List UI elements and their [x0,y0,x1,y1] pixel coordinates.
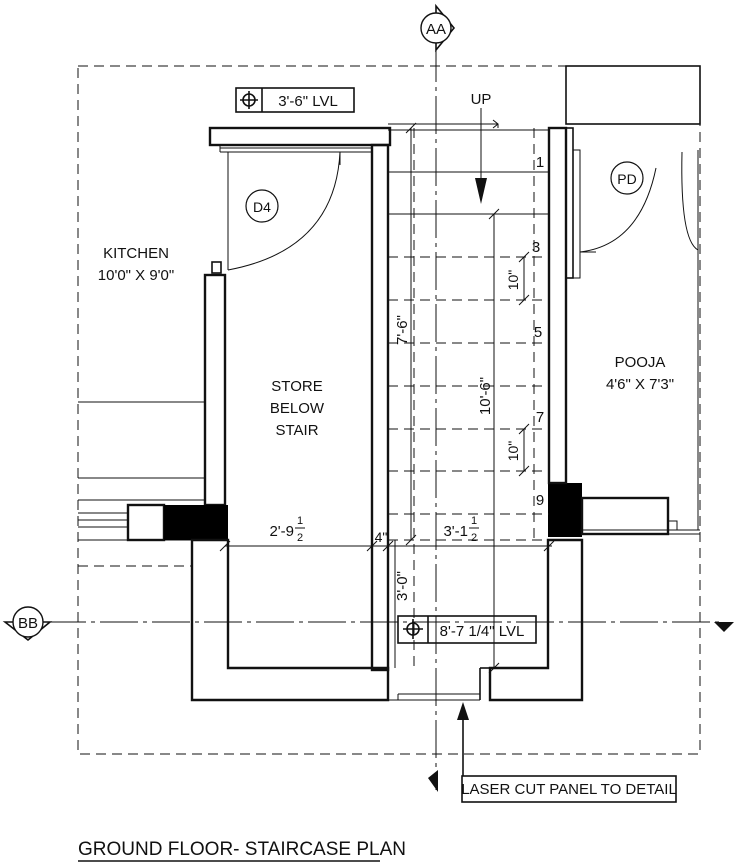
step-number: 3 [532,239,540,256]
store-door: D4 [227,151,341,271]
stair-width: 3'-1 [443,523,468,540]
room-size-pooja: 4'6" X 7'3" [606,376,674,393]
grid-line-bb: BB [2,606,734,642]
grid-label-aa: AA [426,21,446,38]
store-opening [126,483,582,542]
flight-length-right: 10'-6" [477,377,494,415]
riser-upper: 10" [505,270,521,291]
level-tag-bottom: 8'-7 1/4" LVL [397,615,537,644]
kitchen-lines [78,401,204,567]
stair-width-fraction-bottom: 2 [471,532,477,544]
room-name-store-2: BELOW [270,400,325,417]
drawing-title-text: GROUND FLOOR- STAIRCASE PLAN [78,839,406,860]
callout-label: LASER CUT PANEL TO DETAIL [461,781,677,798]
up-label: UP [471,91,492,108]
width-dimensions: 2'-9 1 2 4" 3'-1 1 2 [219,515,555,552]
concrete-base [190,538,584,702]
flight-dimensions: 7'-6" 10'-6" 10" 10" 3'-0" [394,122,530,674]
room-name-store-3: STAIR [275,422,318,439]
level-top-label: 3'-6" LVL [278,93,338,110]
store-left-wall [203,261,227,507]
top-wall [208,126,392,153]
room-name-pooja: POOJA [615,354,666,371]
building-outline [77,65,701,755]
riser-lower: 10" [505,441,521,462]
stair-width-fraction-top: 1 [471,515,477,527]
wall-thickness: 4" [375,529,388,545]
step-numbers: 1 3 5 7 9 [532,154,544,509]
pooja-wall [580,150,700,536]
landing-depth: 3'-0" [394,571,411,601]
door-tag-pd: PD [617,171,636,187]
room-size-kitchen: 10'0" X 9'0" [98,267,174,284]
laser-cut-callout: LASER CUT PANEL TO DETAIL [457,702,677,803]
level-tag-top: 3'-6" LVL [235,87,355,113]
grid-label-bb: BB [18,615,38,632]
store-width-fraction-top: 1 [297,515,303,527]
step-number: 7 [536,409,544,426]
room-labels: KITCHEN 10'0" X 9'0" STORE BELOW STAIR P… [98,245,674,439]
store-stair-wall [370,143,390,672]
pooja-door: PD [579,151,699,253]
finish-block [565,65,701,125]
door-tag-d4: D4 [253,199,271,215]
step-number: 1 [536,154,544,171]
grid-line-aa: AA [420,3,456,792]
level-bottom-label: 8'-7 1/4" LVL [440,623,525,640]
store-width-fraction-bottom: 2 [297,532,303,544]
room-name-store-1: STORE [271,378,322,395]
step-number: 5 [534,324,542,341]
store-width: 2'-9 [269,523,294,540]
stair-right-wall [547,126,581,485]
room-name-kitchen: KITCHEN [103,245,169,262]
flight-length-left: 7'-6" [394,315,411,345]
drawing-title: GROUND FLOOR- STAIRCASE PLAN [78,839,406,862]
step-number: 9 [536,492,544,509]
stair-direction: UP [388,91,499,204]
stair-treads [388,128,549,668]
